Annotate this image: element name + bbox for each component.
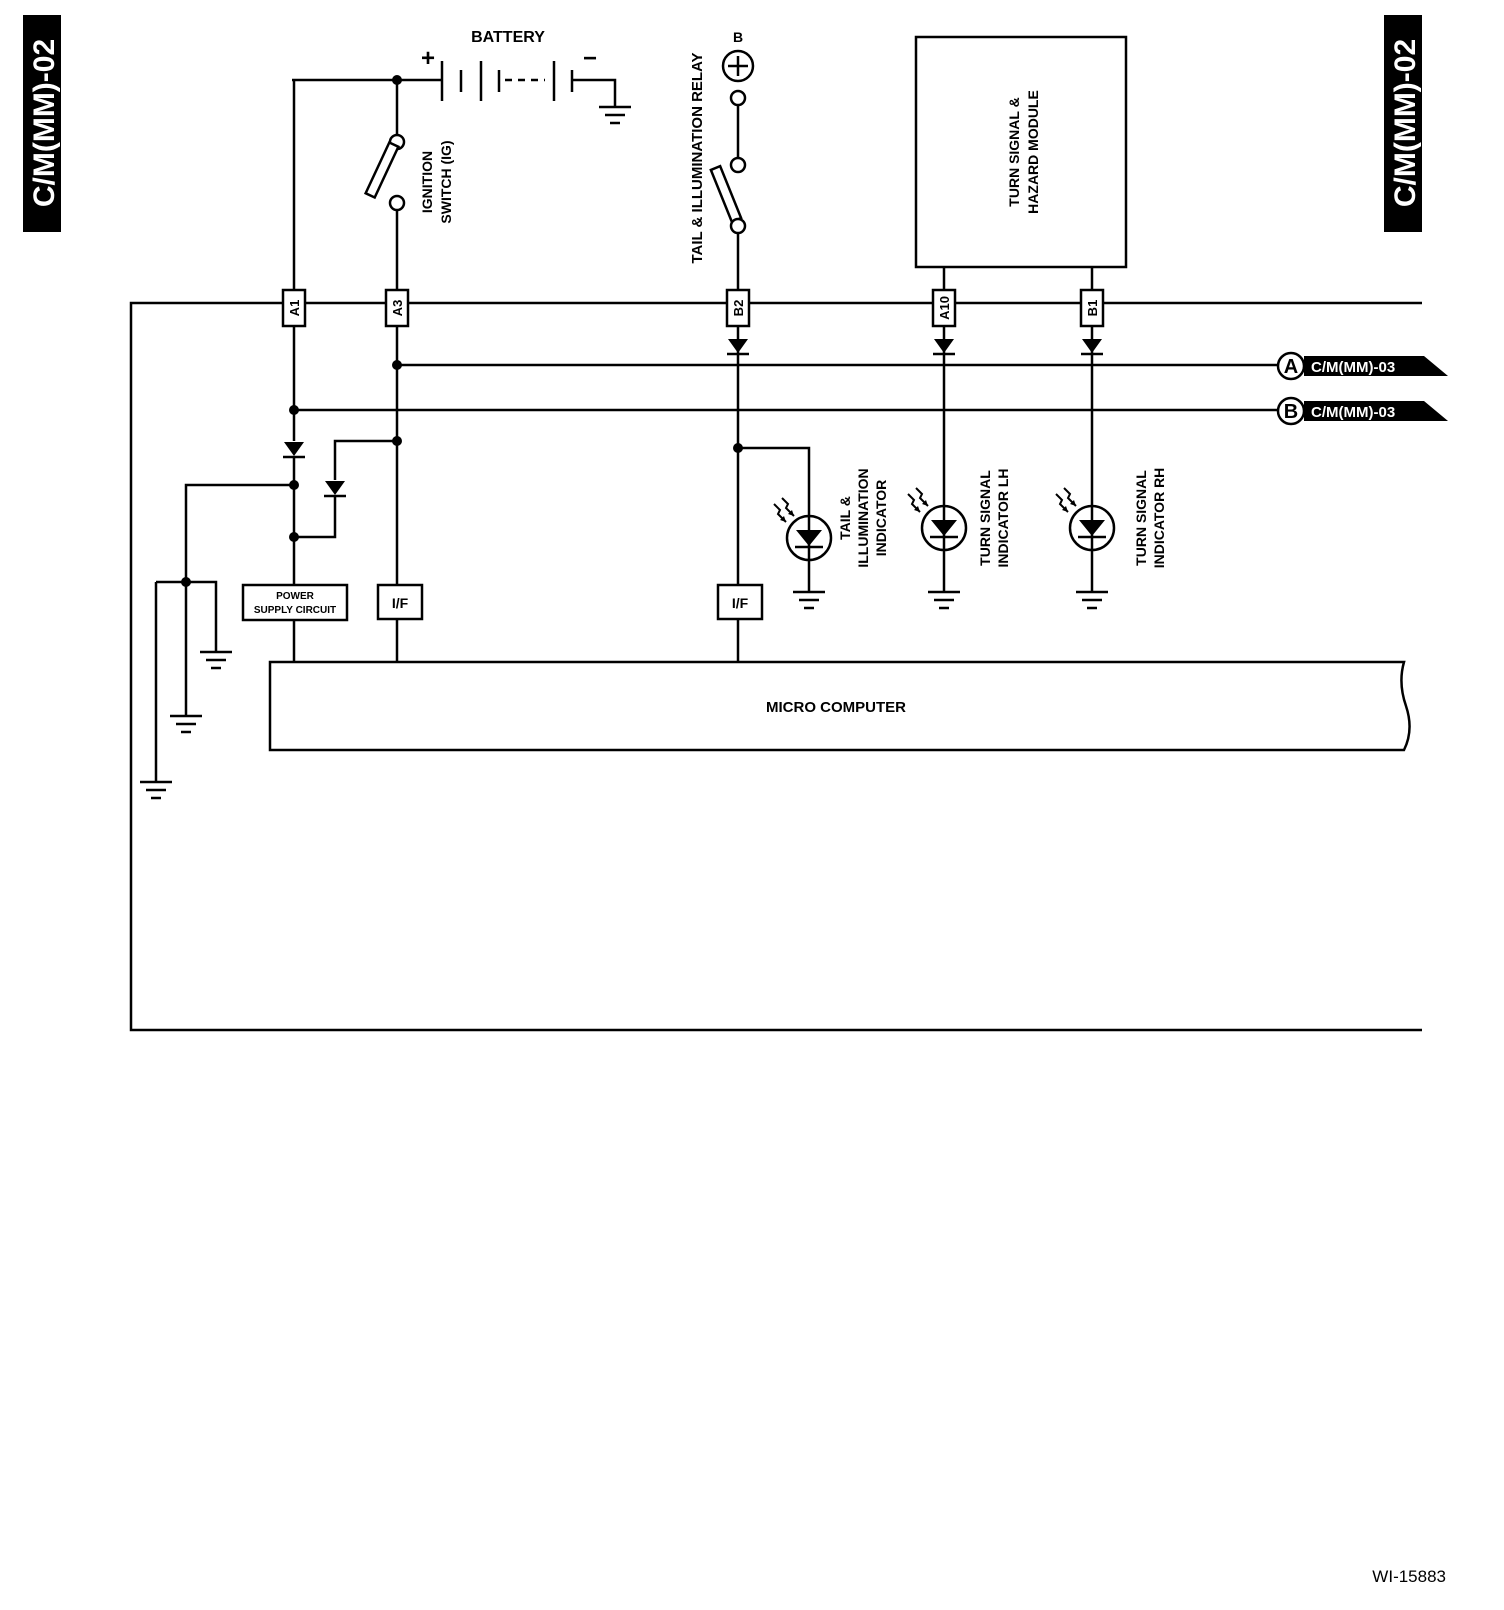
battery: BATTERY + − <box>292 29 633 125</box>
turn-signal-indicator-rh: TURN SIGNAL INDICATOR RH <box>1055 468 1167 610</box>
connector-a3-label: A3 <box>390 300 405 317</box>
interface-b2-label: I/F <box>732 595 749 611</box>
offpage-connector-a[interactable]: A C/M(MM)-03 <box>1276 351 1448 381</box>
connector-a10-label: A10 <box>937 296 952 320</box>
hazard-module-label-1: TURN SIGNAL & <box>1006 97 1022 206</box>
connector-b2[interactable]: B2 <box>725 288 751 328</box>
interface-a3[interactable]: I/F <box>376 583 424 621</box>
lh-indicator-label-1: TURN SIGNAL <box>977 470 993 566</box>
turn-signal-indicator-lh: TURN SIGNAL INDICATOR LH <box>907 468 1011 610</box>
connector-b1[interactable]: B1 <box>1079 288 1105 328</box>
power-supply-label-1: POWER <box>276 591 315 602</box>
tail-indicator-label-3: INDICATOR <box>873 480 889 556</box>
ignition-label-2: SWITCH (IG) <box>438 140 454 223</box>
connector-b2-label: B2 <box>731 300 746 317</box>
battery-label: BATTERY <box>471 29 545 46</box>
hazard-module[interactable]: TURN SIGNAL & HAZARD MODULE <box>914 35 1128 290</box>
page-tag-left-text: C/M(MM)-02 <box>28 39 61 207</box>
page-tag-left[interactable]: C/M(MM)-02 <box>23 15 61 232</box>
figure-id: WI-15883 <box>1372 1567 1446 1586</box>
power-supply-circuit[interactable]: POWER SUPPLY CIRCUIT <box>241 583 349 622</box>
micro-computer[interactable]: MICRO COMPUTER <box>268 660 1411 752</box>
page-tag-right[interactable]: C/M(MM)-02 <box>1384 15 1422 232</box>
offpage-b-ref: C/M(MM)-03 <box>1311 404 1395 421</box>
connector-a1[interactable]: A1 <box>281 288 307 328</box>
battery-plus: + <box>421 45 435 72</box>
lh-indicator-label-2: INDICATOR LH <box>995 468 1011 567</box>
battery-minus: − <box>583 45 597 72</box>
offpage-b-letter: B <box>1284 401 1298 423</box>
tail-indicator-label-1: TAIL & <box>837 496 853 540</box>
connector-a10[interactable]: A10 <box>931 288 957 328</box>
rh-indicator-label-1: TURN SIGNAL <box>1133 470 1149 566</box>
micro-computer-label: MICRO COMPUTER <box>766 699 906 716</box>
rh-indicator-label-2: INDICATOR RH <box>1151 468 1167 569</box>
offpage-a-letter: A <box>1284 356 1298 378</box>
tail-illumination-relay: B TAIL & ILLUMINATION RELAY <box>689 29 755 290</box>
power-supply-label-2: SUPPLY CIRCUIT <box>254 605 336 616</box>
ignition-label-1: IGNITION <box>419 151 435 213</box>
interface-a3-label: I/F <box>392 595 409 611</box>
tail-illumination-indicator: TAIL & ILLUMINATION INDICATOR <box>773 468 889 610</box>
hazard-module-label-2: HAZARD MODULE <box>1025 90 1041 214</box>
tail-indicator-label-2: ILLUMINATION <box>855 468 871 567</box>
interface-b2[interactable]: I/F <box>716 583 764 621</box>
relay-label: TAIL & ILLUMINATION RELAY <box>689 52 706 263</box>
connector-b1-label: B1 <box>1085 300 1100 317</box>
ignition-switch: IGNITION SWITCH (IG) <box>363 80 454 290</box>
meter-frame <box>129 301 1422 1032</box>
offpage-a-ref: C/M(MM)-03 <box>1311 359 1395 376</box>
offpage-connector-b[interactable]: B C/M(MM)-03 <box>1276 396 1448 426</box>
connector-a1-label: A1 <box>287 300 302 317</box>
connector-a3[interactable]: A3 <box>384 288 410 328</box>
page-tag-right-text: C/M(MM)-02 <box>1389 39 1422 207</box>
relay-terminal-label: B <box>733 29 743 45</box>
